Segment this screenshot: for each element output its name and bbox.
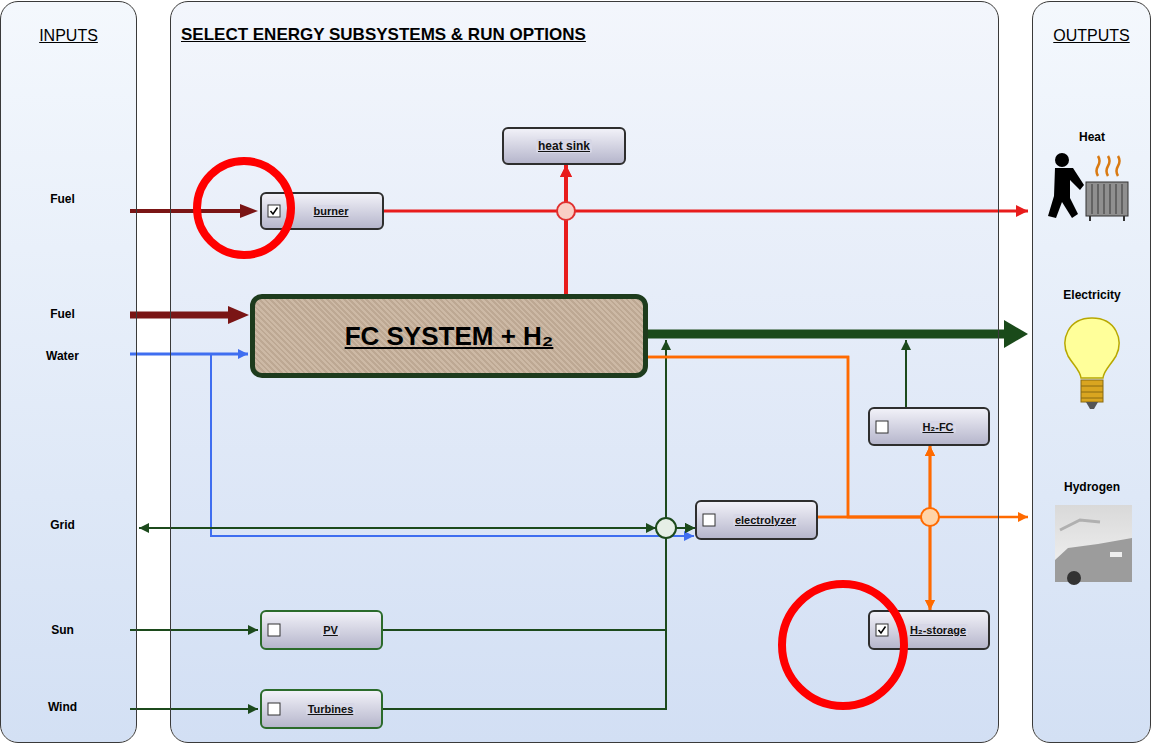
checkboxes [268, 205, 888, 715]
water-line [211, 354, 694, 536]
highlight-circle [782, 584, 904, 706]
radiator-fins [1092, 184, 1122, 214]
bulb-base [1081, 380, 1103, 402]
fuel-line [130, 209, 242, 213]
water-line [130, 353, 248, 356]
input-label: Fuel [50, 307, 75, 321]
flow-lines [130, 204, 1028, 709]
heat-icon [1048, 153, 1128, 221]
car-body [1055, 538, 1132, 582]
options-panel: SELECT ENERGY SUBSYSTEMS & RUN OPTIONS he… [170, 1, 999, 743]
flow-connector [383, 528, 695, 709]
checkbox [268, 703, 280, 715]
sun-line [130, 629, 258, 631]
car-wheel [1067, 571, 1081, 585]
input-label: Fuel [50, 192, 75, 206]
flow-connector [929, 446, 932, 610]
power-line [905, 340, 907, 407]
box-label: H₂-FC [920, 421, 955, 433]
input-label-holder: Grid [0, 515, 125, 533]
checkbox [268, 624, 280, 636]
power-line [665, 340, 667, 518]
hydrogen-junction [921, 508, 939, 526]
box-label: burner [312, 205, 351, 217]
person-head [1055, 153, 1069, 167]
flow-connector [384, 165, 566, 211]
input-label-holder: Fuel [0, 189, 125, 207]
checkbox [268, 205, 280, 217]
checkbox [703, 514, 715, 526]
bulb-thread [1081, 386, 1103, 398]
output-label: Heat [1079, 130, 1105, 144]
input-label-holder: Wind [0, 697, 125, 715]
fc-title: FC SYSTEM + H₂ [345, 321, 554, 352]
input-label-holder: Water [0, 346, 125, 364]
flow-connector [818, 446, 930, 517]
heat-sink-box: heat sink [502, 127, 626, 165]
flow-connector [564, 165, 568, 294]
check-mark [879, 627, 886, 634]
input-label: Grid [50, 518, 75, 532]
person-body [1048, 168, 1084, 218]
box-label: electrolyzer [733, 514, 798, 526]
heat-waves [1097, 156, 1120, 176]
output-label: Hydrogen [1064, 480, 1120, 494]
flow-connector [648, 357, 930, 610]
checkbox [876, 624, 888, 636]
fc-system-box: FC SYSTEM + H₂ [250, 294, 648, 378]
electricity-line [648, 330, 1006, 339]
power-junction [656, 518, 676, 538]
box-label: PV [321, 624, 340, 636]
input-label: Sun [51, 623, 74, 637]
box-label: Turbines [306, 703, 356, 715]
input-label-holder: Sun [0, 620, 125, 638]
output-label-holder: Hydrogen [1034, 477, 1150, 495]
radiator-legs [1090, 216, 1124, 221]
car-photo [1055, 505, 1132, 582]
electricity-arrowhead [1004, 320, 1028, 348]
input-label: Wind [48, 700, 77, 714]
panel-title: INPUTS [39, 27, 98, 44]
highlight-circle [197, 161, 291, 255]
bulb-glass [1065, 318, 1119, 378]
car-icon [1055, 505, 1132, 585]
radiator [1086, 182, 1128, 216]
bulb-tip [1086, 402, 1098, 409]
output-label-holder: Electricity [1034, 285, 1150, 303]
box-label: H₂-storage [908, 624, 968, 636]
car-light [1110, 552, 1122, 557]
bulb-icon [1065, 318, 1119, 409]
fuel-arrowhead [228, 306, 249, 324]
fuel-arrowhead [240, 204, 258, 218]
check-mark [271, 208, 278, 215]
output-label-holder: Heat [1034, 127, 1150, 145]
inputs-panel-fill [1, 2, 136, 742]
options-panel-fill [171, 2, 998, 742]
outputs-panel-fill [1033, 2, 1150, 742]
box-label: heat sink [536, 139, 592, 153]
input-label: Water [46, 349, 79, 363]
checkbox [876, 421, 888, 433]
heat-line [575, 210, 1028, 213]
heat-junction [557, 202, 575, 220]
fuel-line [130, 312, 230, 319]
hydrogen-line [939, 516, 1028, 519]
wind-line [130, 708, 258, 710]
panel-title: OUTPUTS [1053, 27, 1129, 44]
output-label: Electricity [1063, 288, 1120, 302]
grid-line [139, 527, 656, 529]
car-window [1060, 520, 1100, 530]
input-label-holder: Fuel [0, 304, 125, 322]
flow-connector [383, 528, 695, 630]
connectors [383, 165, 930, 709]
panel-title: SELECT ENERGY SUBSYSTEMS & RUN OPTIONS [181, 25, 586, 44]
